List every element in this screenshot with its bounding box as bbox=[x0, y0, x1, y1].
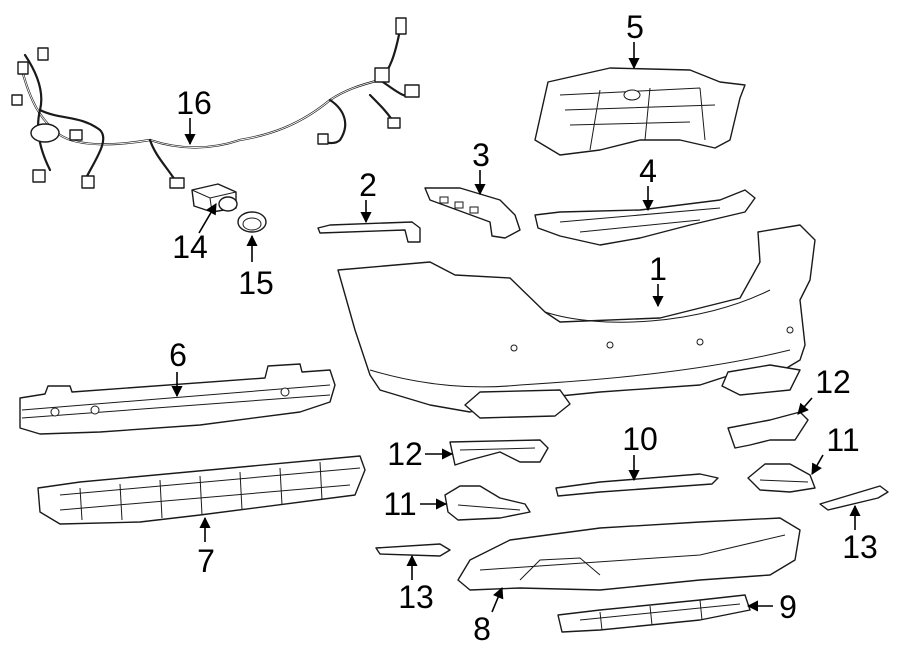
callout-5: 5 bbox=[626, 9, 644, 45]
reflector-housing-part-11-left bbox=[444, 485, 531, 521]
lower-bracket-part bbox=[557, 594, 751, 633]
lower-absorber-part bbox=[37, 455, 366, 525]
callout-15: 15 bbox=[238, 265, 274, 301]
callout-9: 9 bbox=[779, 589, 797, 625]
callout-labels: 1 2 3 4 5 6 7 8 9 10 11 11 12 12 13 13 1… bbox=[169, 9, 878, 647]
bracket-part-2 bbox=[317, 221, 421, 243]
sensor-retainer-part bbox=[237, 211, 267, 233]
callout-6: 6 bbox=[169, 337, 187, 373]
bracket-part-3 bbox=[424, 187, 521, 239]
callout-1: 1 bbox=[649, 251, 667, 287]
bracket-part-12-right bbox=[727, 411, 809, 449]
callout-11-right: 11 bbox=[826, 422, 859, 458]
bumper-cover-part bbox=[337, 224, 816, 419]
parking-sensor-part bbox=[191, 183, 238, 213]
callout-11-left: 11 bbox=[383, 486, 416, 522]
callout-4: 4 bbox=[639, 153, 657, 189]
callout-2: 2 bbox=[359, 167, 377, 203]
callout-12-right: 12 bbox=[815, 364, 851, 400]
callout-14: 14 bbox=[172, 229, 208, 265]
trim-strip-part bbox=[555, 473, 719, 497]
callout-3: 3 bbox=[472, 137, 490, 173]
callout-7: 7 bbox=[197, 543, 215, 579]
callout-16: 16 bbox=[176, 85, 212, 121]
leader-lines bbox=[171, 42, 861, 613]
reflector-housing-part-11-right bbox=[747, 463, 816, 493]
reinforcement-part-4 bbox=[534, 189, 756, 246]
energy-absorber-part bbox=[534, 67, 746, 156]
callout-8: 8 bbox=[473, 611, 491, 647]
reflector-part-13-left bbox=[375, 543, 451, 557]
bracket-part-12-left bbox=[449, 439, 549, 466]
callout-10: 10 bbox=[622, 421, 658, 457]
wiring-harness-part bbox=[11, 17, 420, 189]
impact-bar-part bbox=[19, 363, 336, 435]
callout-12-left: 12 bbox=[387, 436, 423, 472]
callout-13-left: 13 bbox=[398, 579, 434, 615]
reflector-part-13-right bbox=[819, 485, 889, 511]
callout-13-right: 13 bbox=[842, 529, 878, 565]
valance-part bbox=[457, 517, 801, 591]
